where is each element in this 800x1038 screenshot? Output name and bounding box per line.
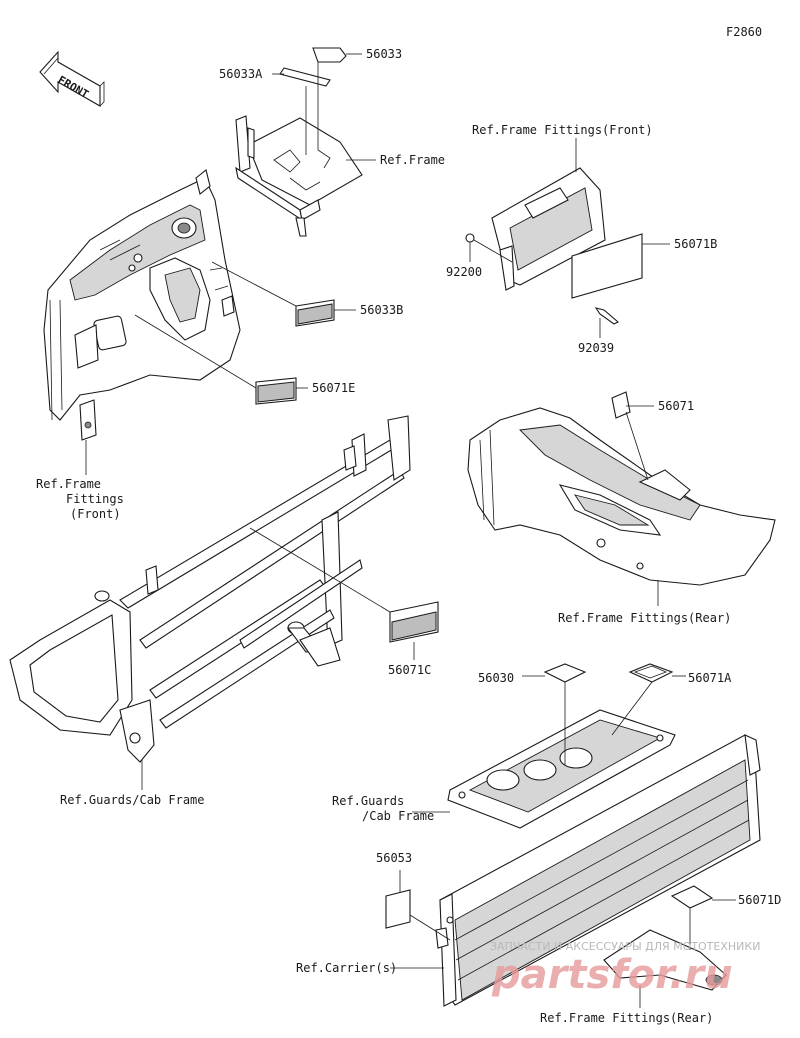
label-56071D: 56071D <box>738 893 781 907</box>
guards-cab-frame <box>9 415 439 790</box>
decal-56053 <box>385 889 411 929</box>
label-ref-frame-fittings-rear-mid: Ref.Frame Fittings(Rear) <box>558 611 731 625</box>
label-56033B: 56033B <box>360 303 403 317</box>
bolt-92200 <box>465 233 475 243</box>
label-56071B: 56071B <box>674 237 717 251</box>
decal-56071 <box>611 391 631 419</box>
label-ref-guards-cab-frame-right-2: /Cab Frame <box>362 809 434 823</box>
watermark-tagline: ЗАПЧАСТИ И АКСЕССУАРЫ ДЛЯ МОТОТЕХНИКИ <box>490 940 760 953</box>
label-ref-frame-fittings-front-3: (Front) <box>70 507 121 521</box>
label-ref-guards-cab-frame-left: Ref.Guards/Cab Frame <box>60 793 205 807</box>
label-56030: 56030 <box>478 671 514 685</box>
watermark-logo: partsfor.ru <box>491 952 733 998</box>
decal-56071A <box>628 663 674 683</box>
figure-code: F2860 <box>726 25 762 39</box>
decal-56071D <box>670 885 714 909</box>
label-ref-frame-fittings-rear-bottom: Ref.Frame Fittings(Rear) <box>540 1011 713 1025</box>
label-56071C: 56071C <box>388 663 431 677</box>
label-92200: 92200 <box>446 265 482 279</box>
frame-fittings-front-panel <box>43 169 356 475</box>
cab-frame-panel <box>412 663 686 829</box>
decal-56033 <box>312 47 347 63</box>
decal-56030 <box>543 663 587 683</box>
label-92039: 92039 <box>578 341 614 355</box>
front-arrow-icon: FRONT <box>39 50 105 107</box>
label-56053: 56053 <box>376 851 412 865</box>
label-56071: 56071 <box>658 399 694 413</box>
label-56033: 56033 <box>366 47 402 61</box>
label-ref-frame-fittings-front-1: Ref.Frame <box>36 477 101 491</box>
carrier-tailgate <box>385 734 761 1008</box>
decal-56033A <box>279 67 331 87</box>
label-56071A: 56071A <box>688 671 732 685</box>
label-ref-frame-fittings-front-2: Fittings <box>66 492 124 506</box>
label-56071E: 56071E <box>312 381 355 395</box>
label-ref-guards-cab-frame-right-1: Ref.Guards <box>332 794 404 808</box>
label-56033A: 56033A <box>219 67 263 81</box>
frame-fittings-front-box <box>465 138 670 338</box>
decal-56071B <box>571 233 643 299</box>
label-ref-frame-fittings-front-top: Ref.Frame Fittings(Front) <box>472 123 653 137</box>
frame-bracket <box>235 47 376 237</box>
label-ref-carriers: Ref.Carrier(s) <box>296 961 397 975</box>
label-ref-frame: Ref.Frame <box>380 153 445 167</box>
screw-92039 <box>594 307 619 325</box>
frame-fittings-rear-cover <box>467 391 776 606</box>
